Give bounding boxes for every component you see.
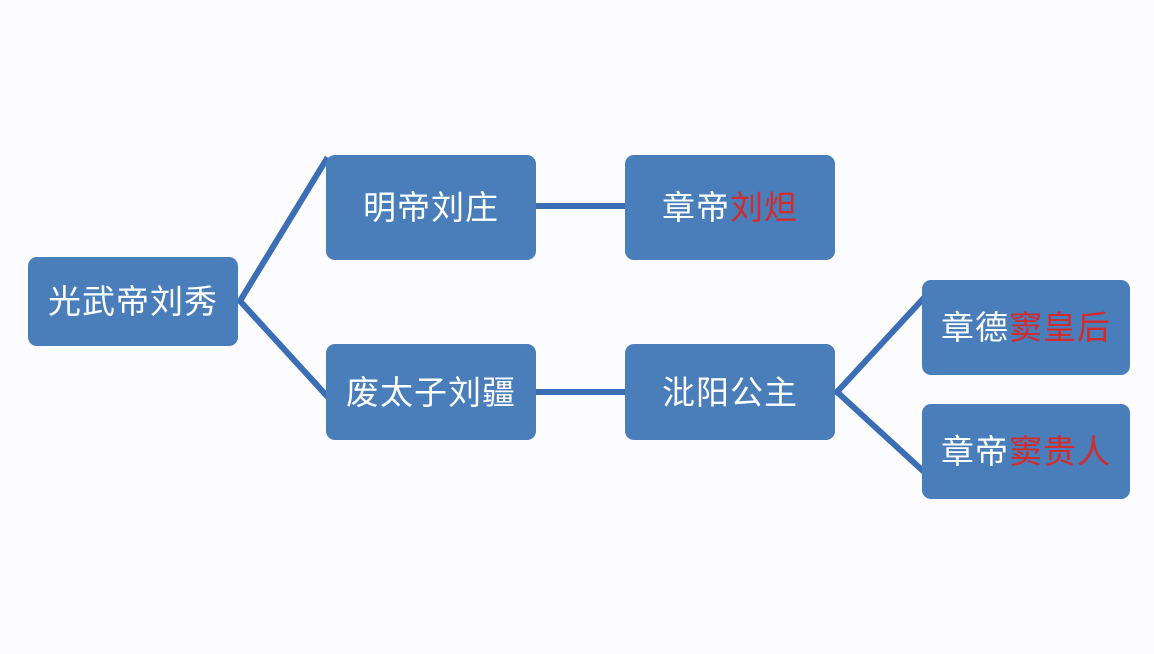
connector-guangwu-mingdi — [235, 155, 331, 306]
node-label: 明帝刘庄 — [363, 189, 499, 226]
node-label: 废太子刘疆 — [346, 373, 516, 411]
node-label-accent: 刘炟 — [730, 189, 798, 226]
node-princess-biyang[interactable]: 沘阳公主 — [625, 344, 835, 440]
node-label: 章德窦皇后 — [941, 311, 1111, 344]
node-label-accent: 窦皇后 — [1009, 309, 1111, 346]
node-label-accent: 窦贵人 — [1009, 433, 1111, 470]
connector-biyang-zhangde-empress — [832, 295, 927, 397]
node-label: 沘阳公主 — [662, 373, 798, 411]
connector-guangwu-feitaizi — [235, 296, 331, 400]
node-label: 光武帝刘秀 — [48, 283, 218, 320]
node-label-plain: 章帝 — [662, 189, 730, 226]
node-label: 章帝窦贵人 — [941, 435, 1111, 468]
node-label-plain: 章德 — [941, 309, 1009, 346]
node-label: 章帝刘炟 — [662, 191, 798, 224]
node-consort-dou[interactable]: 章帝窦贵人 — [922, 404, 1130, 499]
node-deposed-crown-prince[interactable]: 废太子刘疆 — [326, 344, 536, 440]
node-guangwu-emperor[interactable]: 光武帝刘秀 — [28, 257, 238, 346]
node-emperor-zhang[interactable]: 章帝刘炟 — [625, 155, 835, 260]
node-empress-zhangde-dou[interactable]: 章德窦皇后 — [922, 280, 1130, 375]
connector-biyang-zhangdi-consort — [832, 387, 927, 475]
node-label-plain: 章帝 — [941, 433, 1009, 470]
node-emperor-ming[interactable]: 明帝刘庄 — [326, 155, 536, 260]
